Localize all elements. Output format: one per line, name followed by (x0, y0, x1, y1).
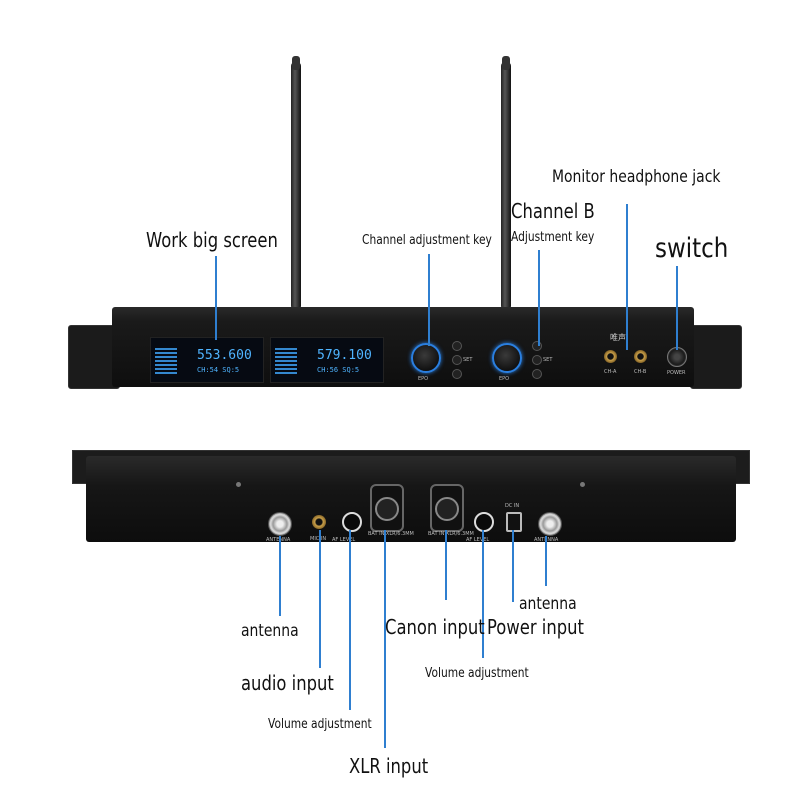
channel-a-knob-label: EPO (418, 376, 429, 382)
display-a-status: CH:54 SQ:5 (197, 366, 240, 374)
channel-a-up-button[interactable] (452, 341, 462, 351)
left-antenna-tip (292, 56, 300, 70)
front-right-rack-ear (690, 325, 742, 389)
rear-screw-right (580, 482, 585, 487)
rf-meter-a (155, 346, 177, 374)
left-antenna (291, 62, 301, 310)
label-adjustment-key: Adjustment key (511, 230, 595, 245)
label-xlr-input: XLR input (349, 754, 429, 778)
xlr-combo-jack-b[interactable] (430, 484, 464, 532)
xlr-a-label: BAT IN XLR/6.3MM (368, 531, 414, 537)
label-antenna-right: antenna (519, 594, 577, 614)
display-b: 579.100 CH:56 SQ:5 (270, 337, 384, 383)
channel-b-knob[interactable] (492, 343, 522, 373)
label-antenna-left: antenna (241, 621, 299, 641)
mic-in-label: MIC IN (310, 536, 327, 542)
xlr-a-socket (375, 497, 399, 521)
headphone-jack-a[interactable] (604, 350, 617, 363)
channel-b-up-button[interactable] (532, 341, 542, 351)
label-channel-adjustment-key: Channel adjustment key (362, 233, 492, 248)
channel-a-down-button[interactable] (452, 369, 462, 379)
rear-screw-left (236, 482, 241, 487)
callout-antenna-left (279, 536, 281, 616)
headphone-jack-b[interactable] (634, 350, 647, 363)
callout-volume-left (349, 530, 351, 710)
channel-b-knob-label: EPO (499, 376, 510, 382)
channel-b-set-button[interactable] (532, 355, 542, 365)
headphone-ch-a-label: CH-A (604, 369, 617, 375)
xlr-b-socket (435, 497, 459, 521)
callout-switch (676, 266, 678, 350)
af-level-knob-left[interactable] (342, 512, 362, 532)
display-b-frequency: 579.100 (317, 348, 372, 363)
callout-audio-input (319, 530, 321, 668)
callout-volume-right (482, 530, 484, 658)
callout-xlr (384, 530, 386, 748)
callout-monitor-jack (626, 204, 628, 350)
rf-meter-b (275, 346, 297, 374)
mic-in-jack[interactable] (312, 515, 326, 529)
af-level-knob-right[interactable] (474, 512, 494, 532)
label-power-input: Power input (487, 615, 584, 639)
label-volume-adjustment-left: Volume adjustment (268, 717, 372, 732)
xlr-b-label: BAT IN XLR/6.3MM (428, 531, 474, 537)
channel-a-set-label: SET (463, 357, 473, 363)
antenna-connector-right[interactable] (538, 512, 562, 536)
dc-in-jack[interactable] (506, 512, 522, 532)
channel-a-set-button[interactable] (452, 355, 462, 365)
af-level-left-label: AF LEVEL (332, 537, 356, 543)
label-volume-adjustment-right: Volume adjustment (425, 666, 529, 681)
label-work-big-screen: Work big screen (146, 228, 278, 252)
antenna-connector-left[interactable] (268, 512, 292, 536)
display-a-frequency: 553.600 (197, 348, 252, 363)
right-antenna (501, 62, 511, 310)
xlr-combo-jack-a[interactable] (370, 484, 404, 532)
display-b-status: CH:56 SQ:5 (317, 366, 360, 374)
rear-chassis (86, 456, 736, 542)
channel-a-knob[interactable] (411, 343, 441, 373)
label-switch: switch (655, 233, 729, 264)
callout-work-screen (215, 256, 217, 340)
front-left-rack-ear (68, 325, 120, 389)
power-switch-label: POWER (667, 370, 686, 376)
callout-antenna-right (545, 536, 547, 586)
power-switch[interactable] (667, 347, 687, 367)
display-a: 553.600 CH:54 SQ:5 (150, 337, 264, 383)
callout-power (512, 530, 514, 602)
label-canon-input: Canon input (385, 615, 485, 639)
label-monitor-headphone-jack: Monitor headphone jack (552, 167, 721, 187)
headphone-ch-b-label: CH-B (634, 369, 647, 375)
right-antenna-tip (502, 56, 510, 70)
label-audio-input: audio input (241, 671, 334, 695)
antenna-left-label: ANTENNA (266, 537, 290, 543)
af-level-right-label: AF LEVEL (466, 537, 490, 543)
callout-canon (445, 530, 447, 600)
channel-b-down-button[interactable] (532, 369, 542, 379)
callout-channel-b (538, 250, 540, 346)
brand-logo: 唯声 (610, 333, 626, 342)
label-channel-b: Channel B (511, 199, 595, 223)
channel-b-set-label: SET (543, 357, 553, 363)
dc-in-label: DC IN (505, 503, 520, 509)
callout-channel-adjust (428, 254, 430, 346)
